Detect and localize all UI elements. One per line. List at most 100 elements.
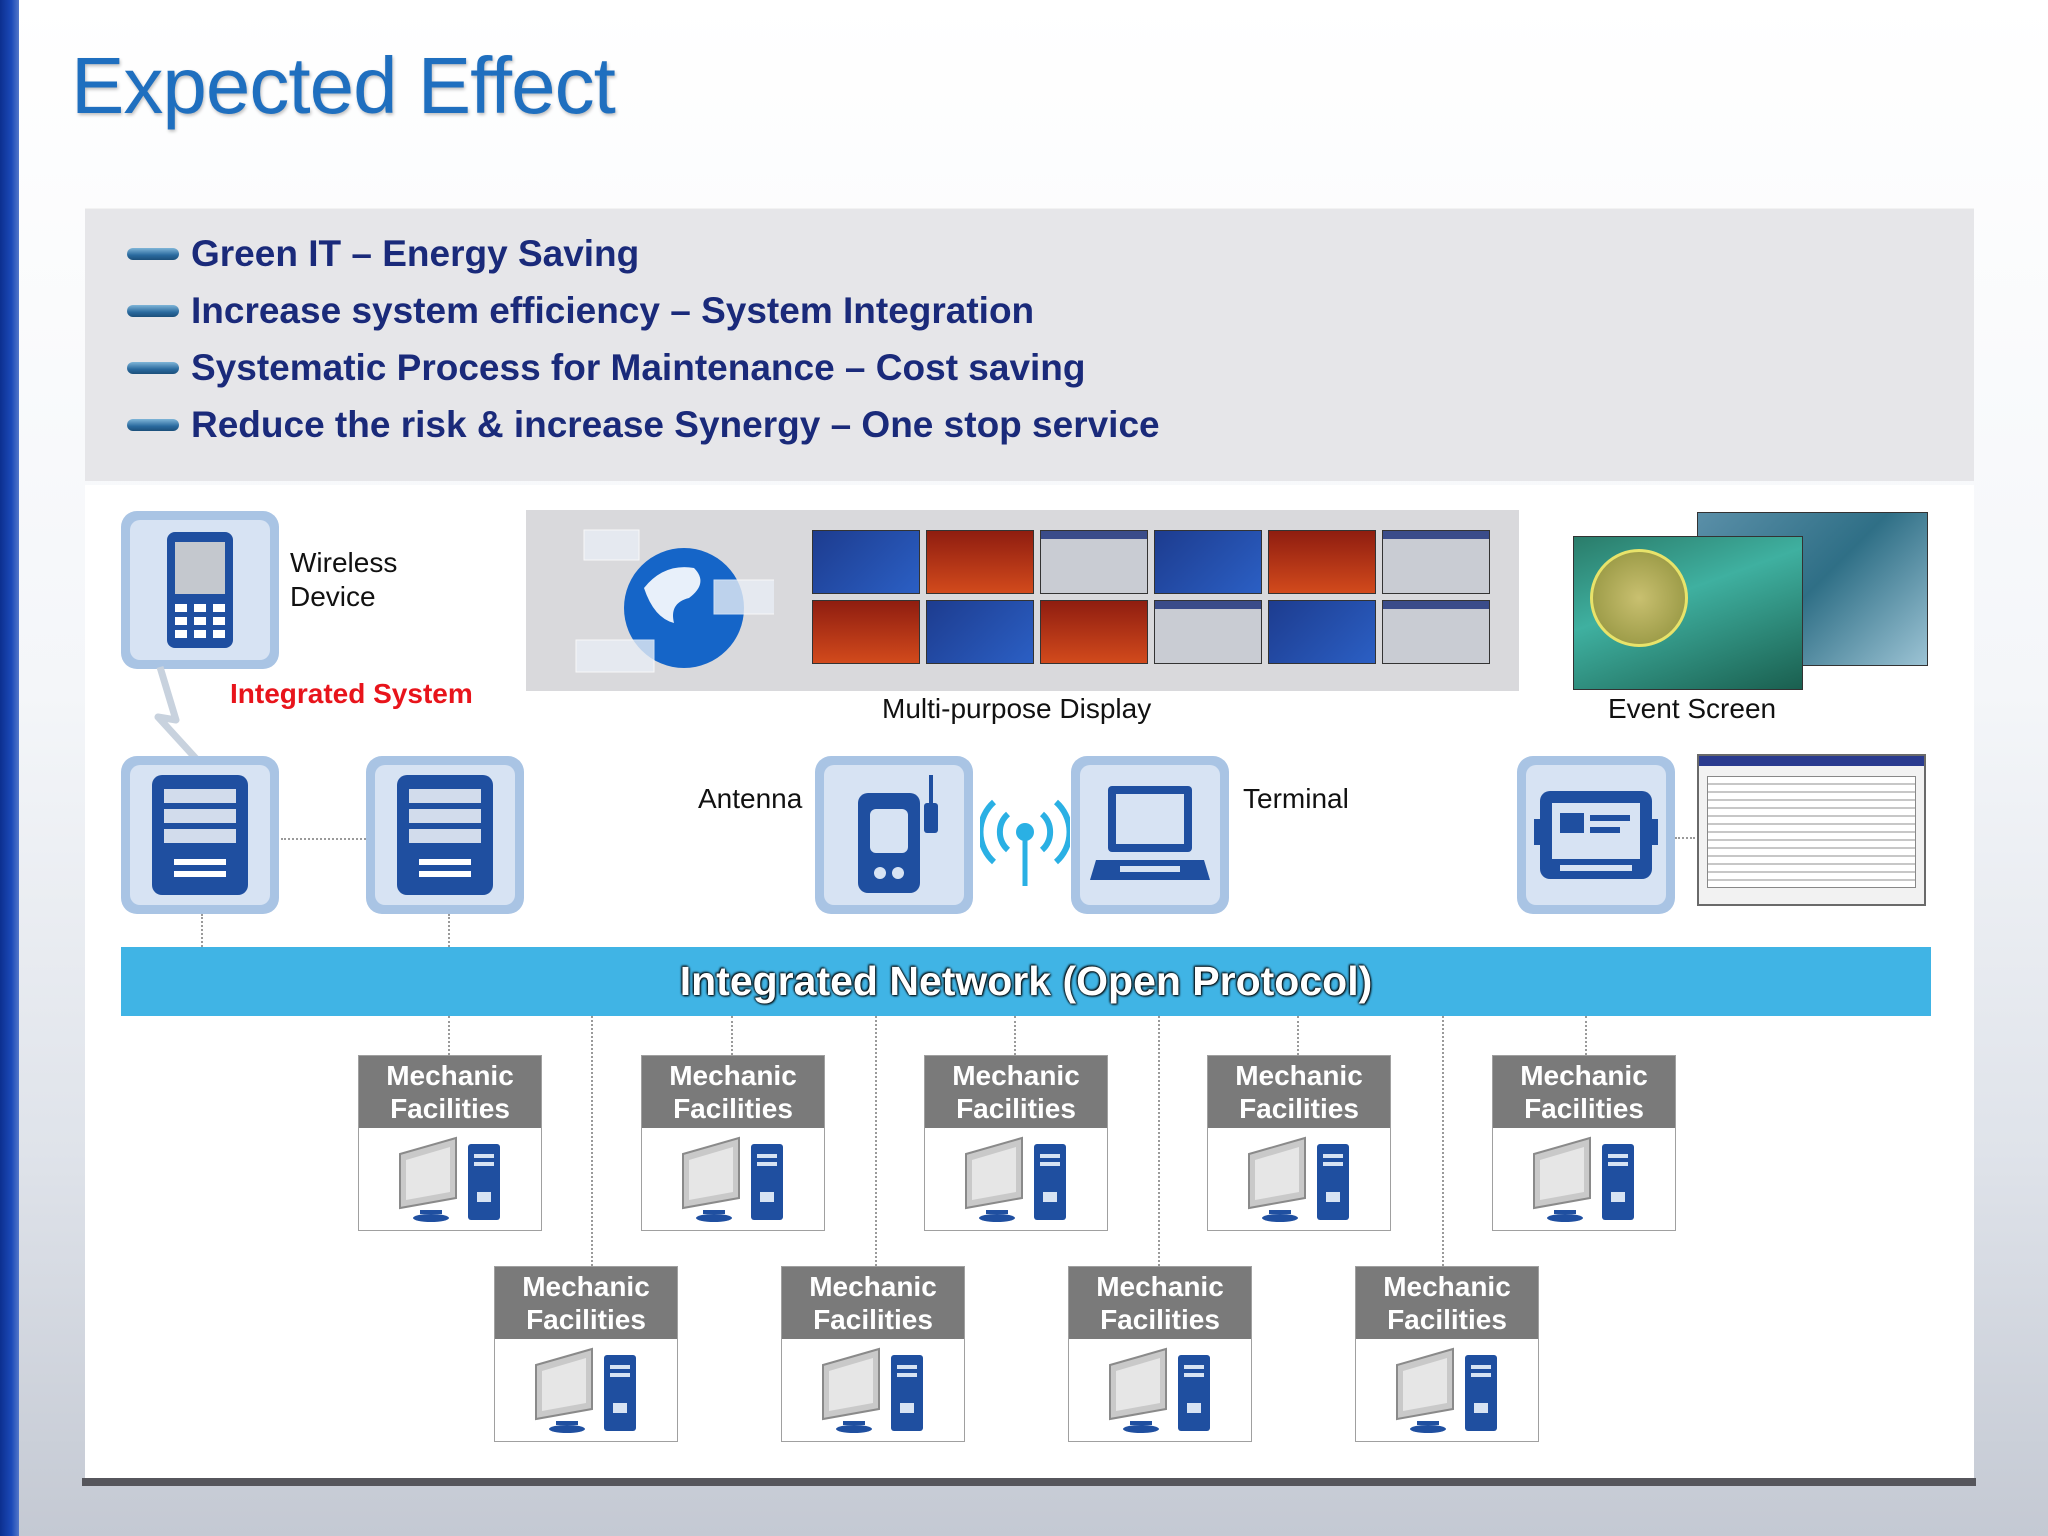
connector-line [1158,1016,1160,1266]
facility-label-line1: Mechanic [1383,1271,1511,1302]
facility-label-line2: Facilities [673,1093,793,1124]
screen-thumbnails [812,530,1490,664]
bullet-item: Green IT – Energy Saving [127,233,639,275]
globe-icon [575,529,774,673]
facility-label-line1: Mechanic [952,1060,1080,1091]
facility-label-line2: Facilities [1100,1304,1220,1335]
facility-label-line2: Facilities [1239,1093,1359,1124]
terminal-box [1071,756,1229,914]
facility-label-line2: Facilities [1387,1304,1507,1335]
facility-label-line1: Mechanic [1520,1060,1648,1091]
bullet-dash-icon [127,419,179,431]
screen-thumbnail [1268,600,1376,664]
desktop-computer-icon [399,1136,500,1222]
event-screen-label: Event Screen [1608,693,1777,724]
wireless-device-label-line1: Wireless [290,547,398,578]
bullet-dash-icon [127,248,179,260]
facility-label-line1: Mechanic [522,1271,650,1302]
screen-thumbnail [1268,530,1376,594]
connector-line [731,1016,733,1055]
desktop-computer-icon [822,1347,923,1433]
facility-label-line1: Mechanic [1096,1271,1224,1302]
bullet-text: Green IT – Energy Saving [191,233,640,274]
desktop-computer-icon [1396,1347,1497,1433]
server-box-2 [366,756,524,914]
connector-line [591,1016,593,1266]
wireless-link-icon [154,665,203,765]
integrated-network-label: Integrated Network (Open Protocol) [679,958,1373,1004]
monitor-panel-icon [1534,791,1658,879]
screen-thumbnail [1040,600,1148,664]
multi-purpose-display [526,510,1519,691]
connector-line [448,1016,450,1055]
bullet-dash-icon [127,305,179,317]
laptop-icon [1090,786,1210,880]
facility-label-line1: Mechanic [669,1060,797,1091]
terminal-label: Terminal [1243,783,1349,814]
event-log-screenshot [1697,754,1926,906]
bullet-dash-icon [127,362,179,374]
screen-thumbnail [812,530,920,594]
connector-line [1014,1016,1016,1055]
event-panel-box [1517,756,1675,914]
facility-label-line2: Facilities [813,1304,933,1335]
facility-label-line1: Mechanic [1235,1060,1363,1091]
connector-line [1442,1016,1444,1266]
integrated-network-bar: Integrated Network (Open Protocol) [121,947,1931,1016]
facility-label-line1: Mechanic [809,1271,937,1302]
antenna-label: Antenna [698,783,803,814]
screen-thumbnail [1040,530,1148,594]
facility-label-line2: Facilities [526,1304,646,1335]
desktop-computer-icon [1248,1136,1349,1222]
connector-line [448,914,450,947]
left-accent-bar [0,0,19,1536]
desktop-computer-icon [682,1136,783,1222]
server-icon [397,775,493,895]
desktop-computer-icon [1109,1347,1210,1433]
bullet-text: Reduce the risk & increase Synergy – One… [191,404,1160,445]
event-screen-photo-front [1573,536,1803,690]
server-box-1 [121,756,279,914]
desktop-computer-icon [1533,1136,1634,1222]
panel-link-line [1675,837,1695,839]
server-link-line [281,838,366,840]
handheld-device-icon [858,775,938,893]
bullet-item: Increase system efficiency – System Inte… [127,290,1034,332]
screen-thumbnail [926,600,1034,664]
facility-label-line1: Mechanic [386,1060,514,1091]
connector-line [1585,1016,1587,1055]
connector-line [875,1016,877,1266]
bullet-item: Systematic Process for Maintenance – Cos… [127,347,1086,389]
wireless-device-box [121,511,279,669]
bullet-text: Systematic Process for Maintenance – Cos… [191,347,1086,388]
desktop-computer-icon [965,1136,1066,1222]
bullet-list: Green IT – Energy Saving Increase system… [85,208,1974,481]
server-icon [152,775,248,895]
screen-thumbnail [1154,600,1262,664]
screen-thumbnail [1154,530,1262,594]
connector-line [1297,1016,1299,1055]
event-highlight-icon [1590,549,1688,647]
mobile-phone-icon [167,532,233,648]
bottom-divider [82,1478,1976,1486]
bullet-item: Reduce the risk & increase Synergy – One… [127,404,1160,446]
bullet-text: Increase system efficiency – System Inte… [191,290,1035,331]
desktop-computer-icon [535,1347,636,1433]
wireless-signal-icon [980,799,1070,886]
integrated-system-label: Integrated System [230,678,473,709]
facility-label-line2: Facilities [1524,1093,1644,1124]
facility-label-line2: Facilities [390,1093,510,1124]
screen-thumbnail [812,600,920,664]
page-title: Expected Effect [71,41,616,130]
screen-thumbnail [1382,600,1490,664]
connector-line [201,914,203,947]
